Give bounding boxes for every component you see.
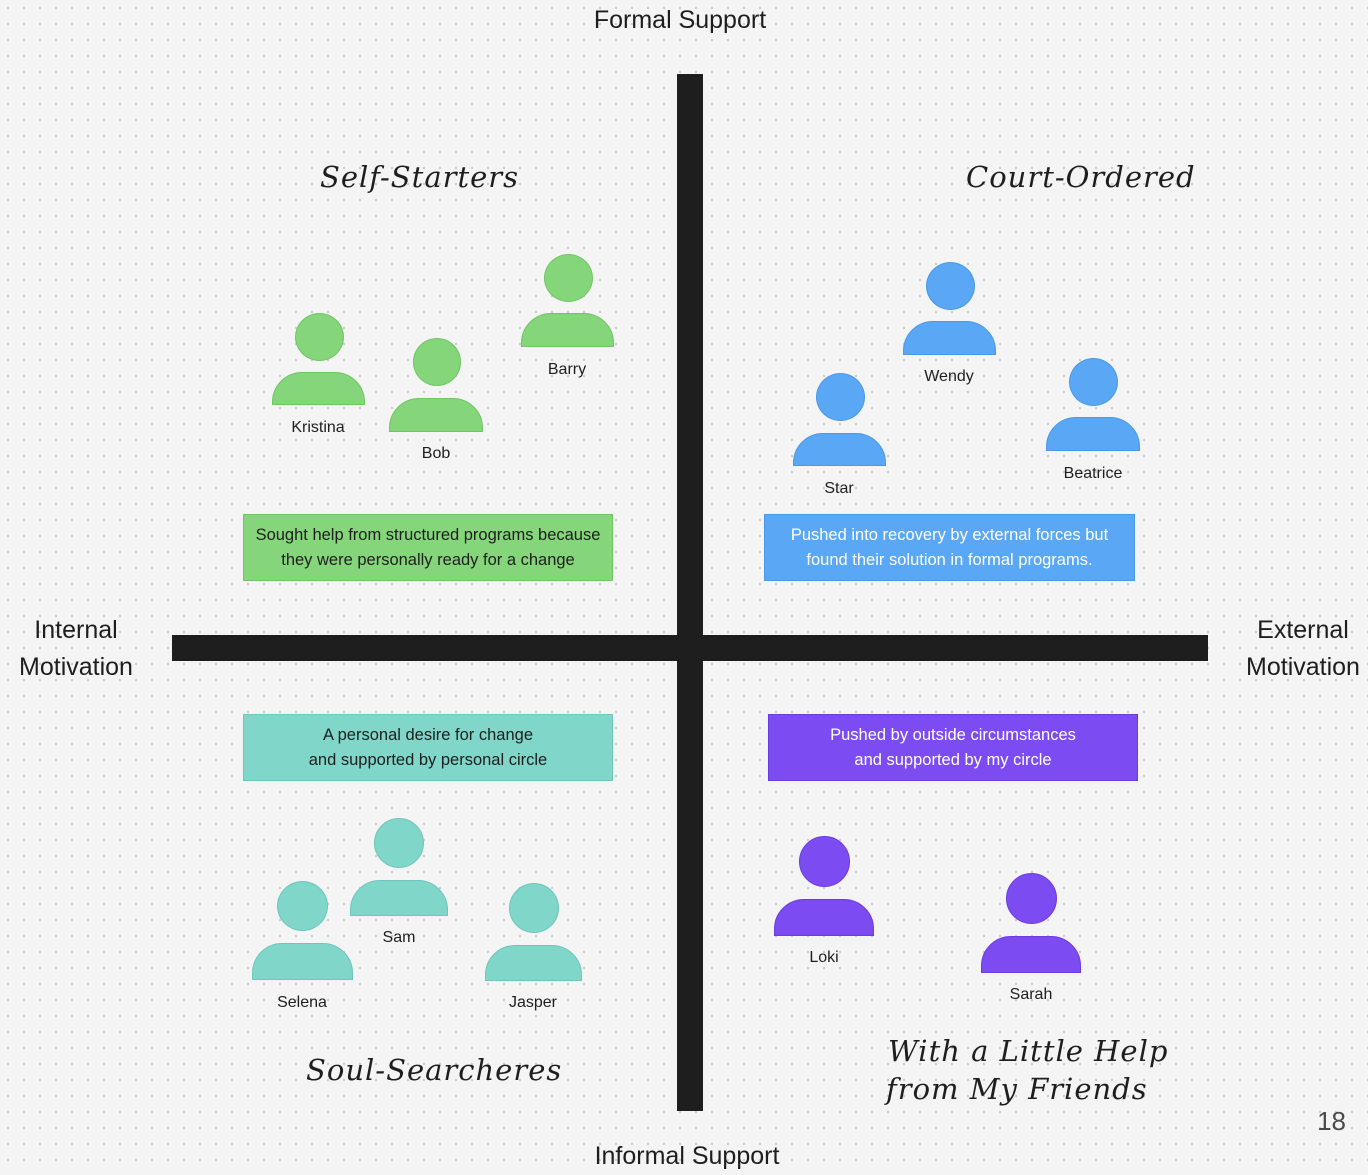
person-name: Barry (547, 361, 587, 378)
quadrant-title-little-help-line1: With a Little Help (888, 1034, 1169, 1068)
person-icon-loki: Loki (774, 836, 874, 971)
axis-label-formal-support: Formal Support (593, 6, 767, 34)
note-court-ordered: Pushed into recovery by external forces … (764, 514, 1135, 581)
person-icon-kristina: Kristina (272, 313, 365, 443)
person-icon-jasper: Jasper (485, 883, 582, 1018)
note-soul-searchers: A personal desire for change and support… (243, 714, 613, 781)
note-little-help: Pushed by outside circumstances and supp… (768, 714, 1138, 781)
quadrant-title-little-help-line2: from My Friends (886, 1072, 1148, 1106)
person-name: Jasper (508, 994, 558, 1011)
person-name: Bob (421, 445, 451, 462)
person-icon-sarah: Sarah (981, 873, 1081, 1008)
person-name: Beatrice (1063, 465, 1123, 482)
vertical-axis (677, 74, 703, 1111)
axis-label-internal-motivation: Internal Motivation (19, 616, 133, 681)
horizontal-axis (172, 635, 1208, 661)
person-icon-star: Star (793, 373, 886, 503)
page-number: 18 (1317, 1106, 1346, 1136)
person-icon-wendy: Wendy (903, 262, 996, 392)
person-icon-selena: Selena (252, 881, 353, 1016)
quadrant-title-self-starters: Self-Starters (320, 160, 520, 194)
person-icon-bob: Bob (389, 338, 483, 468)
person-name: Loki (809, 949, 839, 966)
person-name: Wendy (924, 368, 974, 385)
person-icon-beatrice: Beatrice (1046, 358, 1140, 488)
person-name: Star (824, 480, 854, 497)
person-name: Sarah (1009, 986, 1053, 1003)
quadrant-title-soul-searchers: Soul-Searcheres (306, 1053, 563, 1087)
person-name: Sam (382, 929, 416, 946)
person-icon-sam: Sam (350, 818, 448, 953)
note-self-starters: Sought help from structured programs bec… (243, 514, 613, 581)
axis-label-informal-support: Informal Support (594, 1142, 780, 1170)
person-icon-barry: Barry (521, 254, 614, 384)
axis-label-external-motivation: External Motivation (1246, 616, 1360, 681)
quadrant-title-court-ordered: Court-Ordered (966, 160, 1196, 194)
person-name: Selena (277, 994, 327, 1011)
person-name: Kristina (291, 419, 345, 436)
